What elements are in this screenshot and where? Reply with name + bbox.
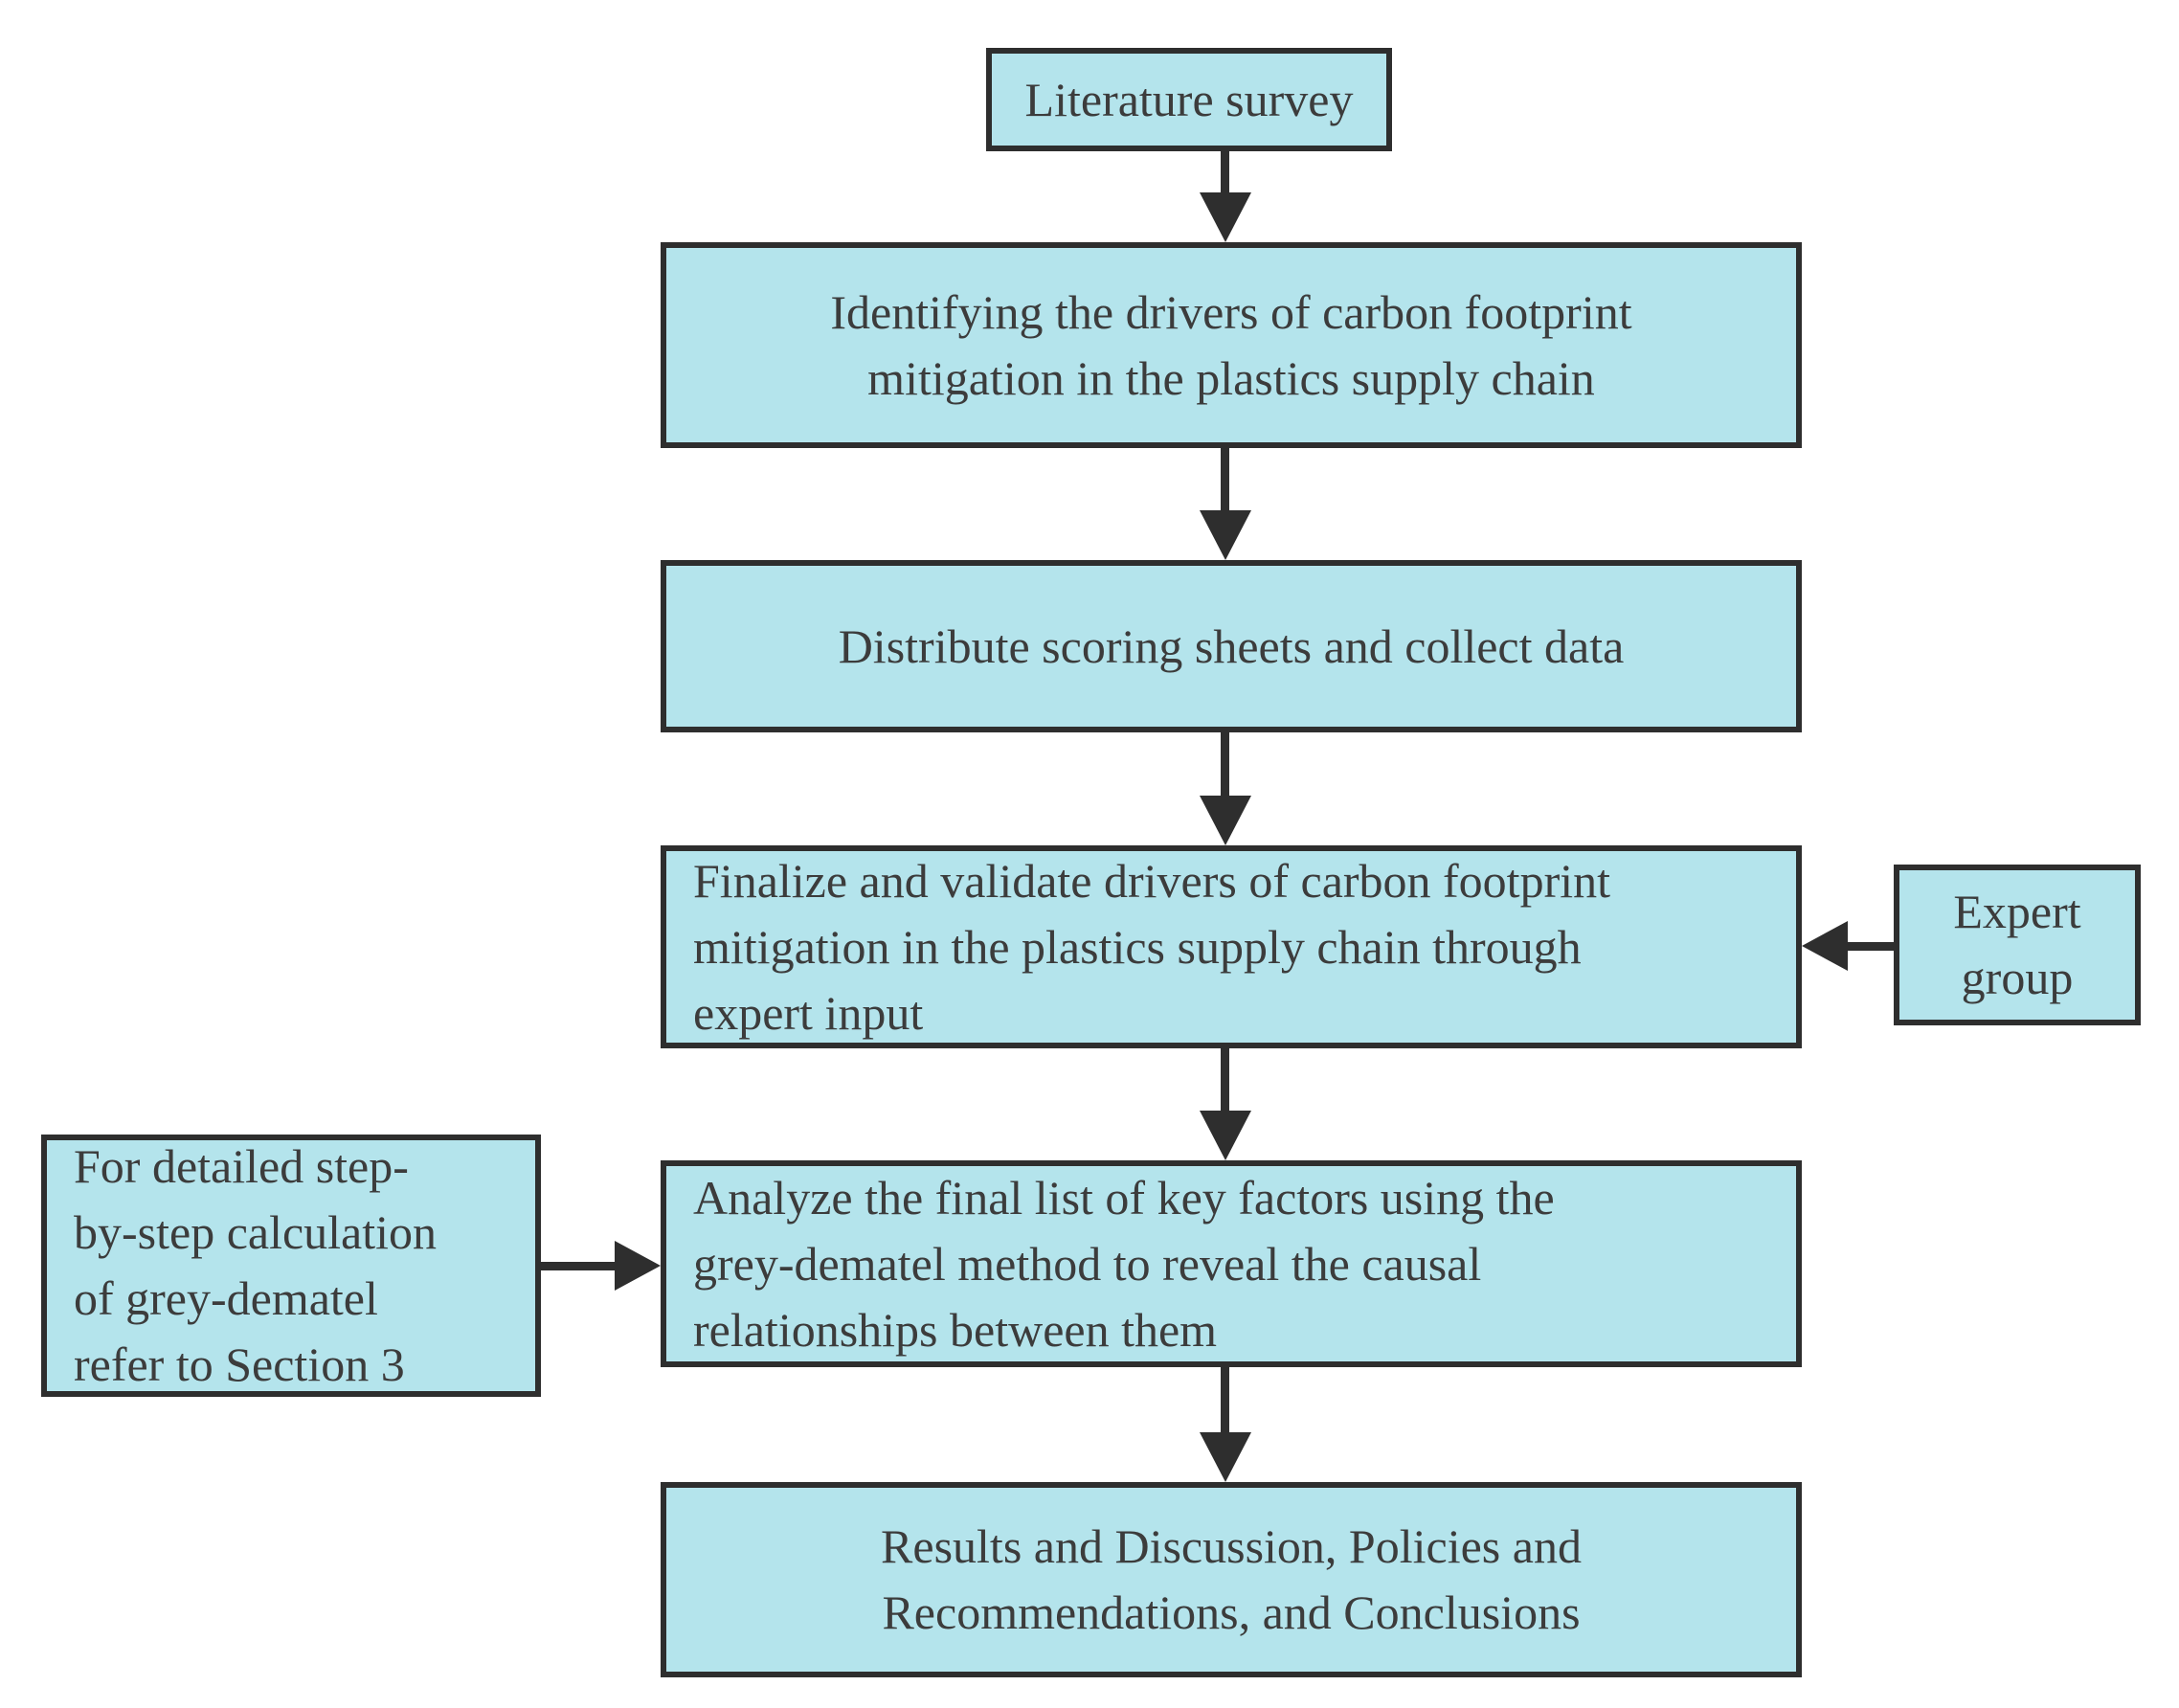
arrow-down-icon: [1200, 1432, 1251, 1482]
arrow-line: [1221, 1367, 1229, 1433]
node-analyze-factors-label: Analyze the final list of key factors us…: [693, 1170, 1555, 1357]
node-distribute-sheets-label: Distribute scoring sheets and collect da…: [838, 618, 1625, 673]
node-section-note-label: For detailed step- by-step calculation o…: [74, 1139, 438, 1391]
arrow-line: [1221, 448, 1229, 511]
node-finalize-validate: Finalize and validate drivers of carbon …: [661, 845, 1802, 1048]
arrow-line: [1221, 1048, 1229, 1112]
node-expert-group-label: Expert group: [1953, 885, 2081, 1004]
arrow-down-icon: [1200, 510, 1251, 560]
arrow-down-icon: [1200, 796, 1251, 845]
node-finalize-validate-label: Finalize and validate drivers of carbon …: [693, 853, 1611, 1040]
arrow-line: [541, 1262, 616, 1270]
node-literature-survey-label: Literature survey: [1024, 72, 1354, 126]
node-section-note: For detailed step- by-step calculation o…: [41, 1135, 541, 1397]
arrow-line: [1844, 942, 1894, 951]
arrow-down-icon: [1200, 1111, 1251, 1160]
arrow-line: [1221, 151, 1229, 194]
node-identify-drivers: Identifying the drivers of carbon footpr…: [661, 242, 1802, 448]
node-identify-drivers-label: Identifying the drivers of carbon footpr…: [830, 284, 1632, 405]
node-literature-survey: Literature survey: [986, 48, 1392, 151]
arrow-left-icon: [1802, 921, 1848, 971]
node-analyze-factors: Analyze the final list of key factors us…: [661, 1160, 1802, 1367]
node-results-discussion: Results and Discussion, Policies and Rec…: [661, 1482, 1802, 1677]
arrow-line: [1221, 732, 1229, 797]
node-results-discussion-label: Results and Discussion, Policies and Rec…: [881, 1519, 1582, 1639]
arrow-down-icon: [1200, 192, 1251, 242]
node-expert-group: Expert group: [1894, 865, 2141, 1025]
arrow-right-icon: [615, 1241, 661, 1291]
node-distribute-sheets: Distribute scoring sheets and collect da…: [661, 560, 1802, 732]
